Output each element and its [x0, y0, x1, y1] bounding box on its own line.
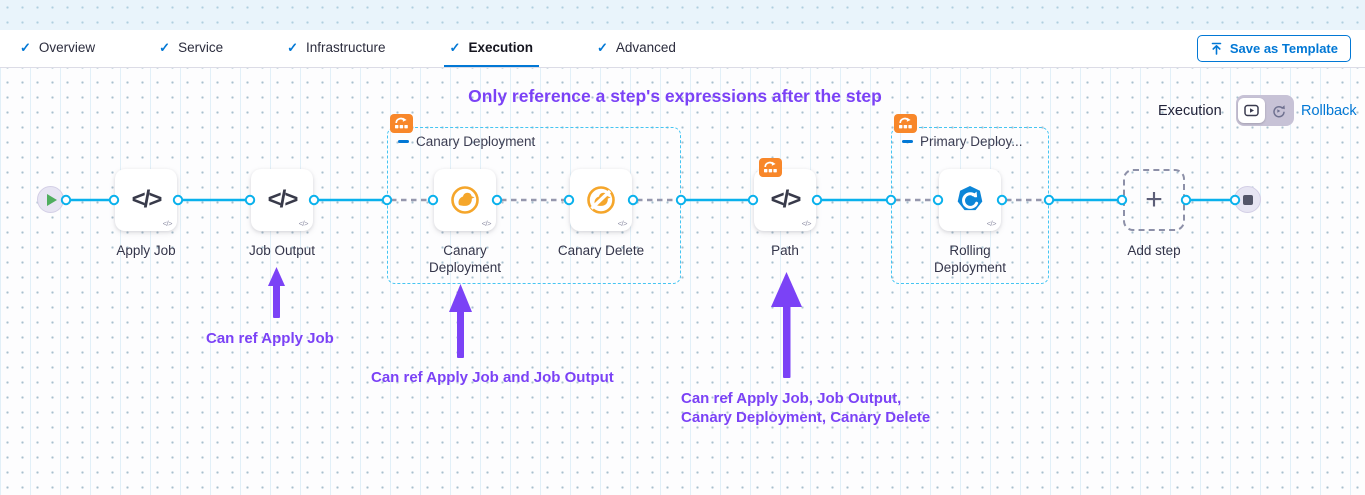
code-badge-icon: </> [162, 219, 173, 228]
rollback-steps-icon [395, 117, 408, 129]
execution-rollback-toggle [1236, 95, 1294, 126]
tab-infrastructure[interactable]: ✓ Infrastructure [281, 30, 391, 67]
tab-execution[interactable]: ✓ Execution [443, 30, 539, 67]
save-as-template-label: Save as Template [1229, 41, 1338, 56]
group-primary-deployment[interactable]: Primary Deploy... [891, 127, 1049, 284]
tab-label: Overview [38, 40, 96, 55]
tab-label: Service [178, 40, 224, 55]
code-icon: </> [267, 186, 299, 213]
stage-tabbar: ✓ Overview ✓ Service ✓ Infrastructure ✓ … [0, 30, 1365, 68]
annotation-can-ref-apply-job: Can ref Apply Job [206, 330, 334, 347]
check-icon: ✓ [287, 39, 298, 55]
step-label-job-output: Job Output [248, 243, 316, 258]
check-icon: ✓ [596, 39, 608, 55]
tab-label: Infrastructure [306, 40, 386, 55]
play-icon [47, 193, 57, 206]
canary-icon [451, 186, 479, 214]
step-canary-deployment[interactable]: </> [434, 169, 496, 231]
tab-advanced[interactable]: ✓ Advanced [591, 30, 682, 67]
step-label-rolling-deployment: Rolling Deployment [933, 243, 1007, 275]
step-path[interactable]: </> </> [754, 169, 816, 231]
collapse-icon[interactable] [398, 140, 409, 143]
group-canary-deployment[interactable]: Canary Deployment [387, 127, 681, 284]
group-header: Primary Deploy... [902, 134, 1023, 149]
group-header: Canary Deployment [398, 134, 535, 149]
upload-icon [1211, 42, 1222, 55]
save-as-template-button[interactable]: Save as Template [1196, 35, 1351, 62]
add-step-button[interactable]: + [1123, 169, 1185, 231]
code-icon: </> [770, 186, 802, 213]
check-icon: ✓ [20, 39, 31, 55]
step-label-path: Path [771, 243, 799, 258]
group-title: Canary Deployment [416, 134, 536, 149]
group-title: Primary Deploy... [920, 134, 1023, 149]
code-badge-icon: </> [298, 219, 309, 228]
code-badge-icon: </> [986, 219, 997, 228]
execution-mode-label: Execution [1158, 103, 1222, 119]
code-icon: </> [131, 186, 163, 213]
code-badge-icon: </> [617, 219, 628, 228]
step-rolling-deployment[interactable]: </> [939, 169, 1001, 231]
step-label-add-step: Add step [1127, 243, 1181, 258]
execution-view-button[interactable] [1238, 98, 1265, 123]
rollback-steps-badge [759, 158, 782, 177]
step-job-output[interactable]: </> </> [251, 169, 313, 231]
tab-overview[interactable]: ✓ Overview [14, 30, 101, 67]
canary-delete-icon [587, 186, 615, 214]
step-label-apply-job: Apply Job [116, 243, 176, 258]
pipeline-start-node[interactable] [37, 186, 64, 213]
rollback-steps-icon [899, 117, 912, 129]
annotation-can-ref-apply-job-output: Can ref Apply Job and Job Output [371, 369, 614, 386]
play-box-icon [1244, 104, 1259, 117]
check-icon: ✓ [159, 39, 171, 55]
step-label-canary-deployment: Canary Deployment [428, 243, 502, 275]
check-icon: ✓ [449, 39, 461, 55]
step-canary-delete[interactable]: </> [570, 169, 632, 231]
code-badge-icon: </> [481, 219, 492, 228]
rolling-deployment-icon [957, 186, 983, 211]
annotation-can-ref-all-prior: Can ref Apply Job, Job Output, Canary De… [681, 390, 931, 426]
tab-service[interactable]: ✓ Service [153, 30, 229, 67]
rollback-steps-icon [764, 161, 777, 173]
canvas-grid-top-strip [0, 0, 1365, 30]
plus-icon: + [1145, 183, 1163, 216]
stop-icon [1242, 194, 1253, 205]
pipeline-end-node[interactable] [1234, 186, 1261, 213]
tab-label: Execution [468, 40, 533, 55]
tab-label: Advanced [615, 40, 676, 55]
code-badge-icon: </> [801, 219, 812, 228]
rollback-link[interactable]: Rollback [1301, 103, 1357, 119]
step-apply-job[interactable]: </> </> [115, 169, 177, 231]
step-label-canary-delete: Canary Delete [557, 243, 645, 258]
rollback-steps-badge [390, 114, 413, 133]
rerun-icon [1273, 104, 1285, 117]
collapse-icon[interactable] [902, 140, 913, 143]
canvas-heading: Only reference a step's expressions afte… [468, 86, 882, 106]
rollback-view-button[interactable] [1265, 98, 1292, 123]
rollback-steps-badge [894, 114, 917, 133]
